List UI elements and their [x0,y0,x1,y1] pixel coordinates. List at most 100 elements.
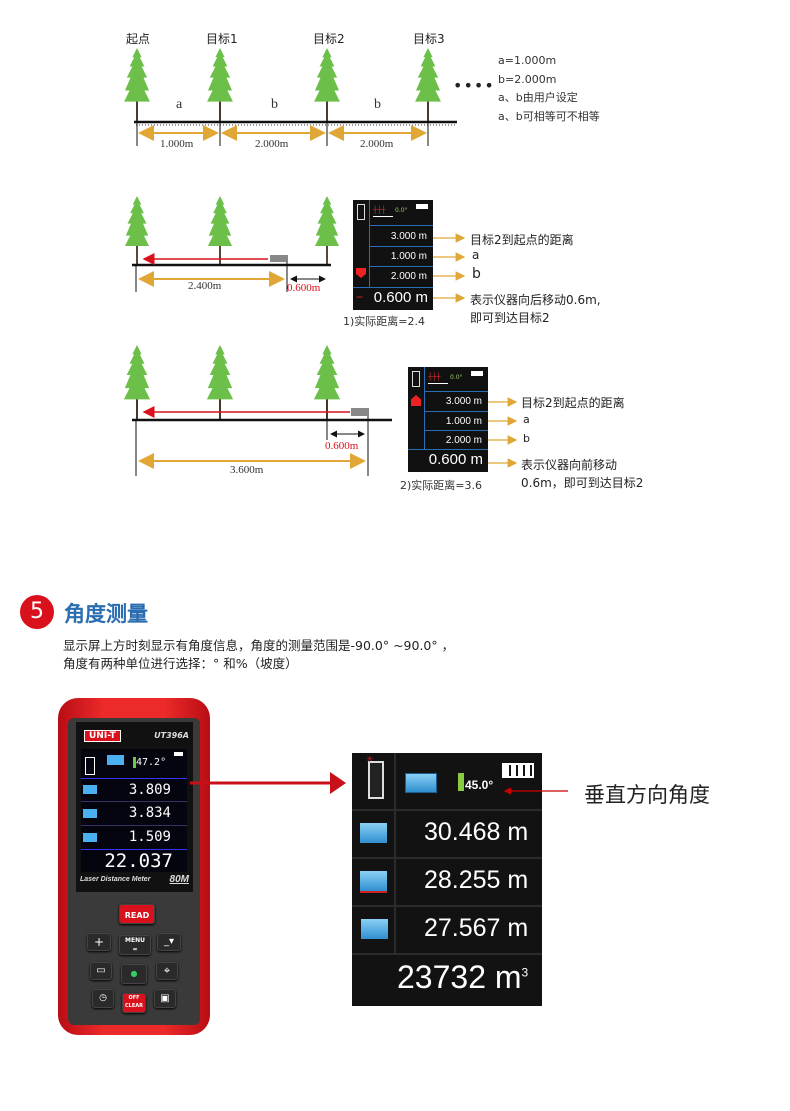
caption-2: 2)实际距离=3.6 [400,479,483,492]
row-value: 2.000 m [445,435,482,446]
section-description: 显示屏上方时刻显示有角度信息，角度的测量范围是-90.0° ~90.0° ， 角… [63,637,454,673]
meter-screen-2: ┼┼┼ 0.0° 3.000 m 1.000 m 2.000 m 0.600 m [408,367,488,472]
annotation: b [472,266,481,282]
stakeout-icon: ┼┼┼ [373,206,393,217]
segment-a: a [176,97,183,112]
segment-b: b [271,97,278,112]
offset-dim: 0.600m [287,282,321,294]
annotation: 0.6m，即可到达目标2 [521,476,644,490]
arrow-down-icon [356,268,366,278]
angle-readout: 0.0° [450,374,463,381]
width-value: 28.255 m [424,866,529,894]
note: b=2.000m [498,72,557,86]
annotation: a [472,248,480,262]
row-value: 1.000 m [390,251,427,262]
tagline: Laser Distance Meter [80,876,151,883]
zoomed-screen: ✳ 45.0° 30.468 m 28.255 m 27.567 m 23732… [352,753,542,1006]
section-title: 角度测量 [64,602,148,626]
sign: − [356,290,364,304]
diagram-3-graphics [122,345,392,476]
total-dim: 2.400m [188,280,222,292]
battery-icon [416,204,428,209]
minus-button[interactable]: _▾ [157,933,181,951]
segment-b: b [374,97,381,112]
area-volume-button[interactable]: ▭ [90,962,112,980]
total-dim: 3.600m [230,464,264,476]
caption-1: 1)实际距离=2.4 [343,315,426,328]
dim-label: 1.000m [160,138,194,150]
note: a=1.000m [498,54,557,67]
volume-value: 22.037 [104,850,173,872]
battery-icon [174,752,183,756]
vertical-angle-label: 垂直方向角度 [584,783,710,807]
diagram-1-graphics [123,48,457,146]
device-icon [368,761,384,799]
annotation-arrows [433,233,518,468]
annotation: 即可到达目标2 [470,311,550,325]
row-value: 2.000 m [390,271,427,282]
description-line: 角度有两种单位进行选择：° 和%（坡度） [63,656,298,671]
laser-button[interactable]: ● [121,964,147,984]
volume-unit-exponent: 3 [521,965,529,980]
clear-label: CLEAR [125,1003,143,1009]
length-value: 27.567 m [424,914,529,942]
model-name: UT396A [154,731,189,740]
annotation: 表示仪器向后移动0.6m, [470,293,601,307]
section-number-badge: 5 [20,595,54,629]
annotation: b [523,432,530,445]
annotation: 目标2到起点的距离 [470,233,574,247]
stakeout-icon: ┼┼┼ [428,373,448,384]
diagram-notes: a=1.000m b=2.000m a、b由用户设定 a、b可相等可不相等 [498,52,600,126]
note: a、b可相等可不相等 [498,109,600,123]
annotation: 目标2到起点的距离 [521,396,625,410]
plus-button[interactable]: + [87,933,111,951]
save-button[interactable]: ▣ [154,989,176,1008]
angle-readout: 47.2° [133,757,166,768]
reference-button[interactable]: ⌖ [156,962,178,980]
box-height-icon [83,785,97,794]
volume-number: 23732 m [397,959,522,995]
off-label: OFF [128,995,140,1001]
menu-label: MENU [125,937,145,944]
ellipsis: •••• [453,76,495,95]
description-line: 显示屏上方时刻显示有角度信息，角度的测量范围是-90.0° ~90.0° ， [63,638,455,653]
label-target-3: 目标3 [413,32,445,46]
device-icon [85,757,95,775]
box-length-icon [83,833,97,842]
width-value: 3.834 [128,805,171,821]
laser-meter-device: UNI-T UT396A 47.2° 3.809 3.834 1.509 22.… [58,698,210,1035]
annotation: 表示仪器向前移动 [521,458,618,472]
range-label: 80M [169,874,189,885]
angle-readout: 45.0° [465,778,494,792]
distance-diagrams [122,48,518,476]
box-icon [107,755,124,765]
height-value: 3.809 [128,782,171,798]
label-target-2: 目标2 [313,32,345,46]
angle-readout: 0.0° [395,207,408,214]
box-icon [405,773,437,793]
battery-icon [502,763,534,778]
label-target-1: 目标1 [206,32,238,46]
offset-value: 0.600 m [428,451,483,468]
box-width-icon [83,809,97,818]
diagram-2-graphics [123,196,341,292]
battery-icon [471,371,483,376]
device-screen-panel: UNI-T UT396A 47.2° 3.809 3.834 1.509 22.… [76,722,193,892]
offset-dim: 0.600m [325,440,359,452]
box-length-icon [361,919,388,939]
timer-button[interactable]: ◷ [92,989,114,1008]
row-value: 3.000 m [390,231,427,242]
off-clear-button[interactable]: OFF CLEAR [122,993,146,1013]
annotation: a [523,413,530,426]
row-value: 1.000 m [445,416,482,427]
read-button[interactable]: READ [119,904,155,924]
dim-label: 2.000m [255,138,289,150]
menu-button[interactable]: MENU= [119,935,151,955]
label-start: 起点 [126,32,151,46]
length-value: 1.509 [128,829,171,845]
row-value: 3.000 m [445,396,482,407]
level-icon [458,773,464,791]
arrow-up-icon [411,395,421,406]
offset-value: 0.600 m [373,289,428,306]
